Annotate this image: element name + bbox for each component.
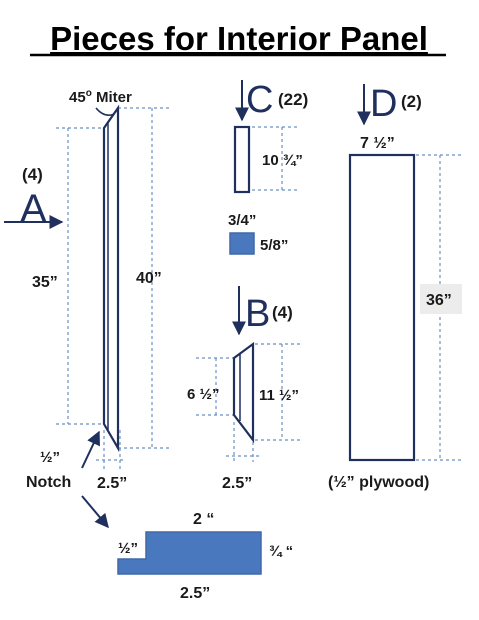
piece-c-shape (233, 125, 251, 194)
notch-label: Notch (26, 474, 71, 491)
notch-top-label: 2 “ (193, 511, 214, 528)
notch-side-label: ¾ “ (269, 543, 293, 560)
piece-d-letter: D (370, 83, 397, 125)
piece-a-count: (4) (22, 165, 43, 184)
piece-a-width-label: 2.5” (97, 475, 127, 492)
notch-profile-group: 2 “ ½” ¾ “ 2.5” (117, 511, 293, 602)
piece-b-outer-label: 11 ½” (259, 387, 299, 404)
notch-depth-label: ½” (40, 449, 60, 466)
piece-d-height-label: 36” (426, 292, 452, 309)
page-title: Pieces for Interior Panel (50, 20, 428, 57)
piece-a-outer-dim-label: 40” (136, 270, 162, 287)
piece-b-width-label: 2.5” (222, 475, 252, 492)
piece-d-group: D (2) 7 ½” 36” (½” plywood) (328, 83, 462, 491)
piece-d-material-label: (½” plywood) (328, 474, 429, 491)
notch-profile-shape (117, 531, 262, 575)
piece-d-height-label-bg (420, 284, 462, 314)
notch-step-label: ½” (118, 540, 138, 557)
piece-b-count: (4) (272, 303, 293, 322)
piece-a-letter: A (20, 187, 47, 231)
notch-arrow-up (81, 430, 100, 469)
piece-c-count: (22) (278, 90, 308, 109)
piece-a-shape (102, 104, 120, 453)
piece-d-shape (348, 153, 416, 462)
piece-b-inner-label: 6 ½” (187, 386, 220, 403)
piece-c-length-label: 10 ¾” (262, 152, 303, 169)
piece-c-group: C (22) 10 ¾” 3/4” 5/8” (228, 79, 308, 255)
notch-bottom-label: 2.5” (180, 585, 210, 602)
piece-d-width-label: 7 ½” (360, 135, 395, 152)
notch-arrow-down (81, 495, 109, 529)
piece-d-count: (2) (401, 92, 422, 111)
piece-c-depth-label: 5/8” (260, 237, 288, 254)
piece-b-shape (232, 341, 255, 444)
piece-a-inner-dim-label: 35” (32, 274, 58, 291)
piece-c-letter: C (246, 79, 273, 121)
piece-b-letter: B (245, 293, 270, 335)
piece-c-width-label: 3/4” (228, 212, 256, 229)
piece-a-group: 45o Miter (4) A 35” 40” 2.5” ½” Notch (4, 88, 170, 529)
piece-b-group: B (4) 6 ½” 11 ½” 2.5” (187, 286, 300, 492)
piece-c-profile (229, 232, 255, 255)
miter-label: 45o Miter (69, 88, 132, 106)
